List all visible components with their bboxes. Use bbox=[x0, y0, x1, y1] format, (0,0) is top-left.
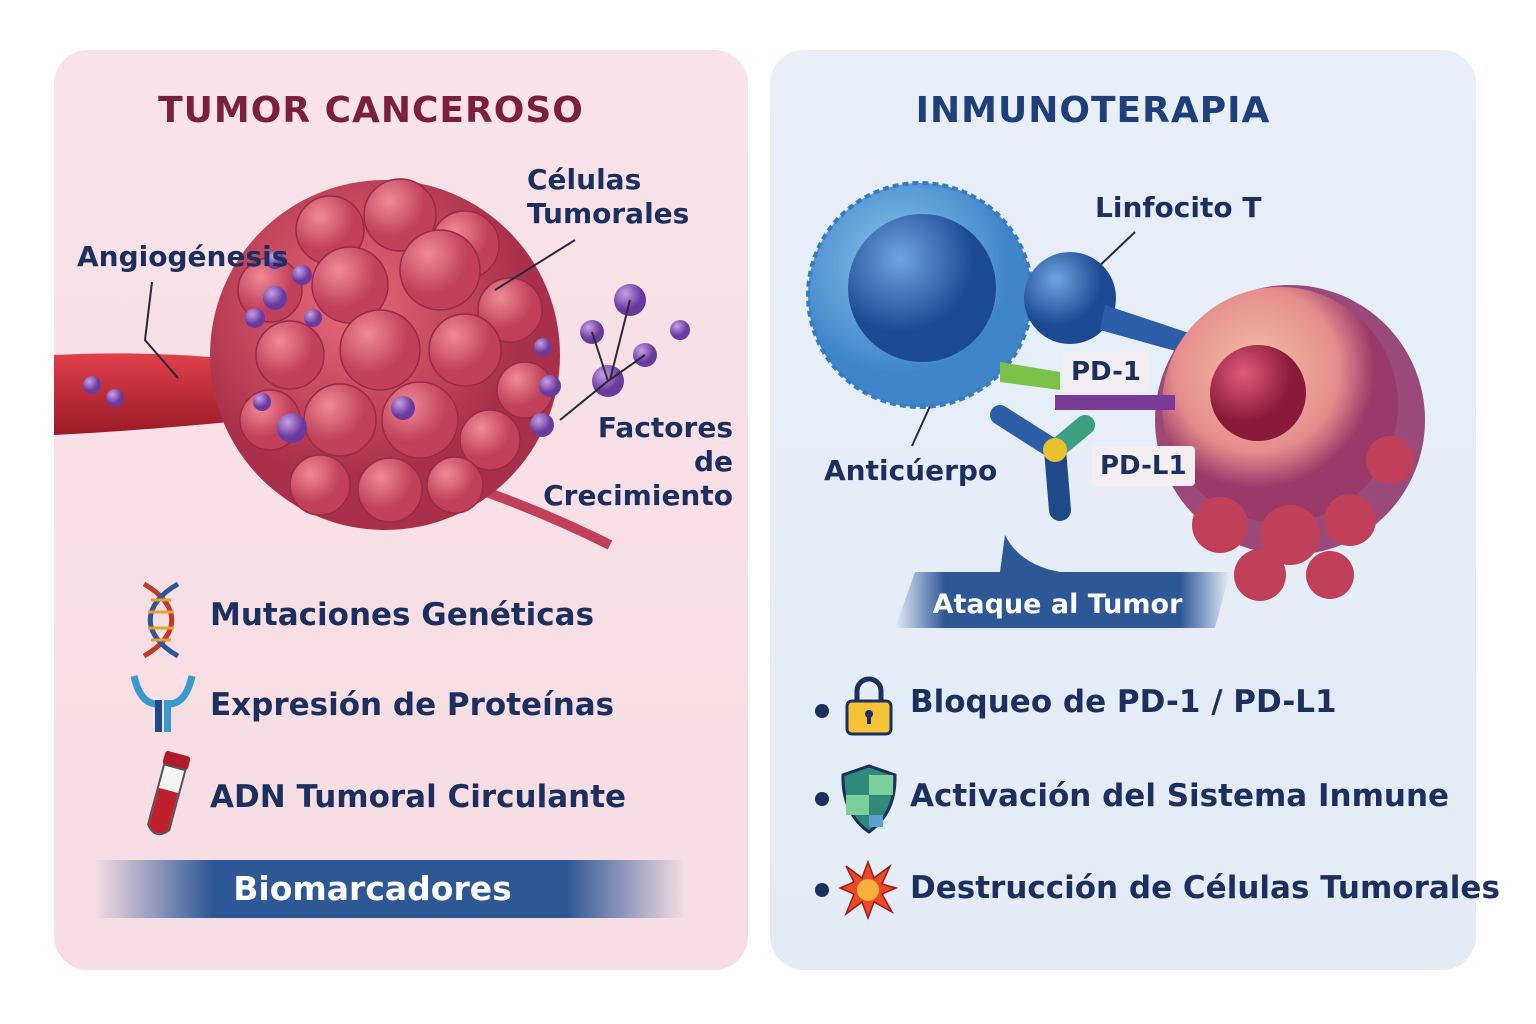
label-pd1: PD-1 bbox=[1063, 352, 1150, 392]
attack-label: Ataque al Tumor bbox=[932, 589, 1183, 620]
bullet bbox=[815, 704, 829, 718]
immune-cell-nucleus bbox=[848, 214, 996, 362]
item-tumor-destruction: Destrucción de Células Tumorales bbox=[910, 870, 1500, 906]
attack-arrow bbox=[895, 535, 1230, 628]
label-t-cell: Linfocito T bbox=[1095, 191, 1262, 224]
item-pd1-block: Bloqueo de PD-1 / PD-L1 bbox=[910, 684, 1337, 720]
dna-icon bbox=[142, 581, 180, 659]
blood-vessel bbox=[54, 353, 250, 435]
protein-receptor-icon bbox=[130, 675, 196, 732]
growth-factors bbox=[83, 251, 690, 443]
item-protein-expression: Expresión de Proteínas bbox=[210, 687, 615, 723]
bullet bbox=[815, 883, 829, 897]
item-immune-activation: Activación del Sistema Inmune bbox=[910, 778, 1450, 814]
label-pdl1: PD-L1 bbox=[1092, 446, 1195, 486]
item-mutations: Mutaciones Genéticas bbox=[210, 597, 595, 633]
t-cell bbox=[1024, 252, 1116, 344]
label-angiogenesis: Angiogénesis bbox=[77, 240, 289, 273]
immunotherapy-title: INMUNOTERAPIA bbox=[915, 90, 1271, 131]
tumor-mass bbox=[210, 178, 560, 530]
shield-icon bbox=[841, 764, 897, 834]
tumor-cell-nucleus bbox=[1210, 345, 1306, 441]
tumor-title: TUMOR CANCEROSO bbox=[158, 90, 584, 131]
item-ctdna: ADN Tumoral Circulante bbox=[210, 779, 627, 815]
biomarkers-label: Biomarcadores bbox=[233, 869, 512, 908]
lock-icon bbox=[845, 676, 893, 736]
antibody bbox=[990, 405, 1095, 521]
blood-tube-icon bbox=[147, 751, 191, 836]
bullet bbox=[815, 792, 829, 806]
explosion-icon bbox=[838, 860, 898, 920]
label-antibody: Anticúerpo bbox=[824, 454, 998, 487]
biomarkers-band bbox=[95, 860, 685, 918]
